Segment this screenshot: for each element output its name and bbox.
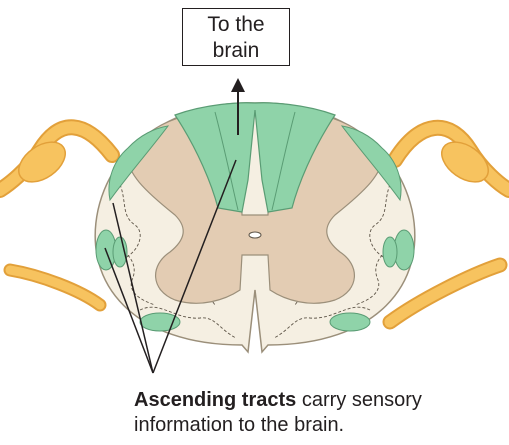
callout-line-1: To the (183, 12, 289, 38)
right-anterior-tract (330, 313, 370, 331)
left-lower-nerve-root (10, 270, 100, 305)
central-canal (249, 232, 261, 238)
right-upper-nerve-root (395, 128, 509, 190)
caption-rest: carry sensory (296, 389, 422, 411)
left-anterior-tract (140, 313, 180, 331)
left-upper-nerve-root (0, 127, 112, 190)
callout-line-2: brain (183, 38, 289, 64)
caption-bold: Ascending tracts (134, 389, 296, 411)
caption-line-1: Ascending tracts carry sensory (134, 388, 504, 413)
caption-line-2: information to the brain. (134, 413, 504, 438)
caption: Ascending tracts carry sensory informati… (134, 388, 504, 438)
to-the-brain-callout: To the brain (182, 8, 290, 66)
